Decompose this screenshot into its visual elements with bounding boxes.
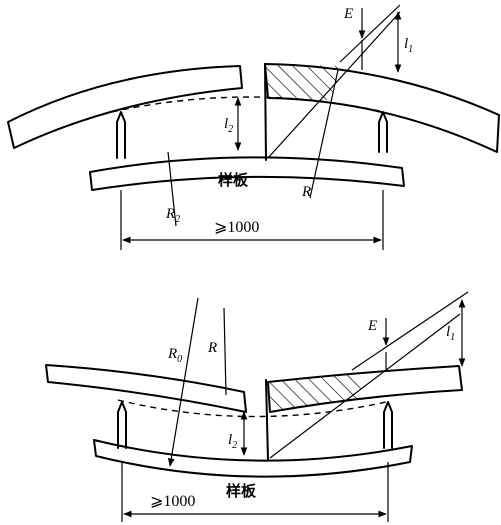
bottom-diag-line-2 (351, 291, 469, 371)
top-label-l1: l1 (404, 36, 413, 55)
bottom-template (93, 439, 413, 478)
bottom-right-pin (383, 401, 393, 449)
bottom-label-r: R (207, 340, 217, 356)
top-left-pin (116, 111, 126, 159)
top-diag-line (267, 11, 401, 159)
top-label-r2: R2 (165, 206, 180, 225)
top-label-r: R (301, 184, 311, 200)
top-figure: E l1 l2 R2 R 样板 ⩾1000 (7, 4, 500, 250)
top-template-label: 样板 (218, 171, 249, 189)
bottom-span-label: ⩾1000 (150, 493, 195, 510)
bottom-label-l1: l1 (446, 324, 455, 343)
top-right-pin (378, 111, 388, 153)
top-ideal-arc (111, 96, 385, 113)
bottom-label-e: E (367, 318, 377, 334)
top-left-shell-plate (7, 65, 243, 149)
bottom-r0-line (167, 297, 199, 467)
bottom-ideal-arc (117, 399, 387, 418)
top-right-plate-crosshatch (265, 64, 340, 100)
top-template (89, 156, 405, 191)
top-r-line (309, 69, 339, 199)
bottom-r-line (223, 307, 227, 396)
top-span-label: ⩾1000 (214, 219, 259, 236)
top-gap-line (264, 63, 267, 161)
bottom-left-shell-plate (45, 364, 247, 413)
top-diag-line-2 (339, 4, 401, 63)
bottom-left-pin (117, 401, 127, 449)
bottom-label-l2: l2 (228, 432, 237, 451)
bottom-label-r0: R0 (167, 346, 182, 365)
bottom-diag-line (269, 313, 461, 459)
bottom-right-plate-crosshatch (268, 374, 362, 412)
bottom-figure: E l1 l2 R0 R 样板 ⩾1000 (45, 291, 469, 522)
top-label-e: E (343, 6, 353, 22)
bottom-gap-line (265, 379, 269, 461)
top-label-l2: l2 (224, 116, 233, 135)
bottom-template-label: 样板 (226, 482, 257, 500)
top-r2-line (167, 151, 177, 227)
